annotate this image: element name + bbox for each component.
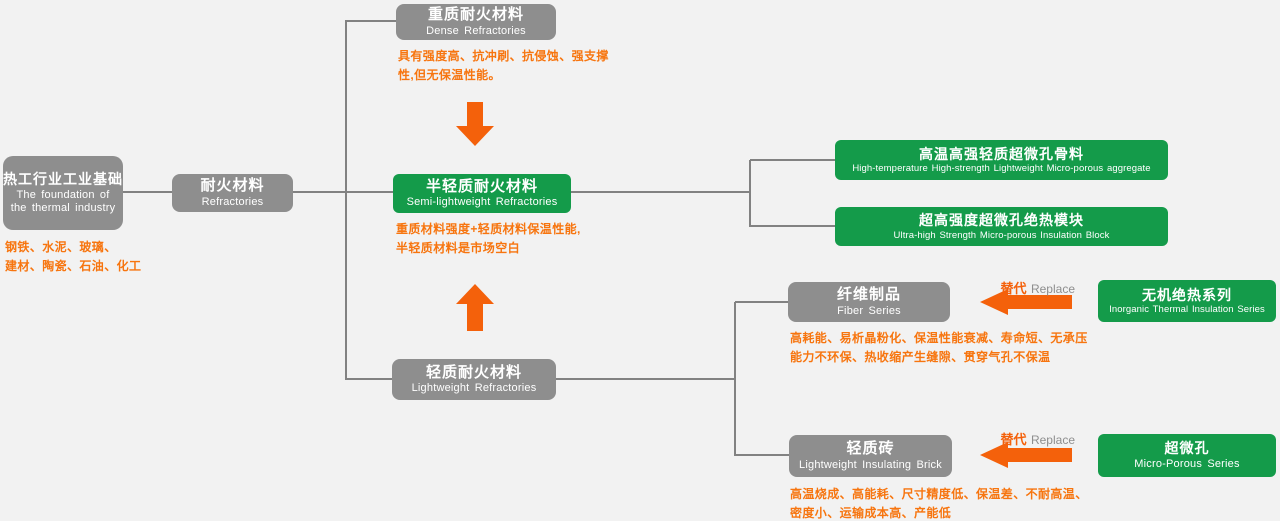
node-title-en: Fiber Series xyxy=(837,304,901,317)
replace-label: 替代 Replace xyxy=(1000,281,1076,296)
node-title-en: Lightweight Insulating Brick xyxy=(799,458,942,471)
node-lightweight-refractories: 轻质耐火材料 Lightweight Refractories xyxy=(392,359,556,400)
node-title-zh: 半轻质耐火材料 xyxy=(425,177,538,195)
node-title-zh: 高温高强轻质超微孔骨料 xyxy=(919,145,1084,162)
replace-label: 替代 Replace xyxy=(1000,432,1076,447)
node-title-zh: 热工行业工业基础 xyxy=(3,171,123,188)
node-title-zh: 轻质耐火材料 xyxy=(425,363,522,381)
node-lightweight-brick: 轻质砖 Lightweight Insulating Brick xyxy=(789,435,952,477)
up-arrow-icon xyxy=(456,284,494,331)
node-dense-refractories: 重质耐火材料 Dense Refractories xyxy=(396,4,556,40)
node-title-en: The foundation of xyxy=(16,188,110,201)
replace-left-arrow-icon xyxy=(980,289,1072,315)
note-dense-properties: 具有强度高、抗冲刷、抗侵蚀、强支撑 性,但无保温性能。 xyxy=(398,49,609,82)
down-arrow-icon xyxy=(456,102,494,146)
node-thermal-foundation: 热工行业工业基础 The foundation of the thermal i… xyxy=(3,156,123,230)
node-title-zh: 纤维制品 xyxy=(836,286,901,304)
note-foundation-industries: 钢铁、水泥、玻璃、 建材、陶瓷、石油、化工 xyxy=(5,240,142,273)
node-microporous-insulation-block: 超高强度超微孔绝热模块 Ultra-high Strength Micro-po… xyxy=(835,207,1168,246)
node-title-en: High-temperature High-strength Lightweig… xyxy=(852,163,1151,175)
note-fiber-drawbacks: 高耗能、易析晶粉化、保温性能衰减、寿命短、无承压 能力不环保、热收缩产生缝隙、贯… xyxy=(790,331,1088,364)
node-inorganic-insulation-series: 无机绝热系列 Inorganic Thermal Insulation Seri… xyxy=(1098,280,1276,322)
node-title-zh: 轻质砖 xyxy=(846,440,895,458)
node-title-zh: 耐火材料 xyxy=(200,177,265,195)
node-refractories: 耐火材料 Refractories xyxy=(172,174,293,212)
node-title-en: Micro-Porous Series xyxy=(1134,457,1240,470)
node-title-en: Semi-lightweight Refractories xyxy=(406,196,558,209)
node-semi-lightweight-refractories: 半轻质耐火材料 Semi-lightweight Refractories xyxy=(393,174,571,213)
node-title-zh: 无机绝热系列 xyxy=(1142,286,1232,303)
node-microporous-series: 超微孔 Micro-Porous Series xyxy=(1098,434,1276,477)
node-title-en: the thermal industry xyxy=(10,201,116,214)
node-title-zh: 超微孔 xyxy=(1164,440,1210,457)
replace-left-arrow-icon xyxy=(980,442,1072,468)
node-microporous-aggregate: 高温高强轻质超微孔骨料 High-temperature High-streng… xyxy=(835,140,1168,180)
note-brick-drawbacks: 高温烧成、高能耗、尺寸精度低、保温差、不耐高温、 密度小、运输成本高、产能低 xyxy=(790,487,1088,520)
node-title-en: Refractories xyxy=(201,195,264,208)
node-title-en: Inorganic Thermal Insulation Series xyxy=(1109,304,1265,316)
node-title-zh: 重质耐火材料 xyxy=(427,6,524,24)
node-title-en: Dense Refractories xyxy=(426,24,526,37)
node-title-zh: 超高强度超微孔绝热模块 xyxy=(919,212,1084,229)
node-title-en: Lightweight Refractories xyxy=(411,382,537,395)
note-semi-market-gap: 重质材料强度+轻质材料保温性能, 半轻质材料是市场空白 xyxy=(396,222,581,255)
node-fiber-series: 纤维制品 Fiber Series xyxy=(788,282,950,322)
node-title-en: Ultra-high Strength Micro-porous Insulat… xyxy=(893,229,1110,241)
